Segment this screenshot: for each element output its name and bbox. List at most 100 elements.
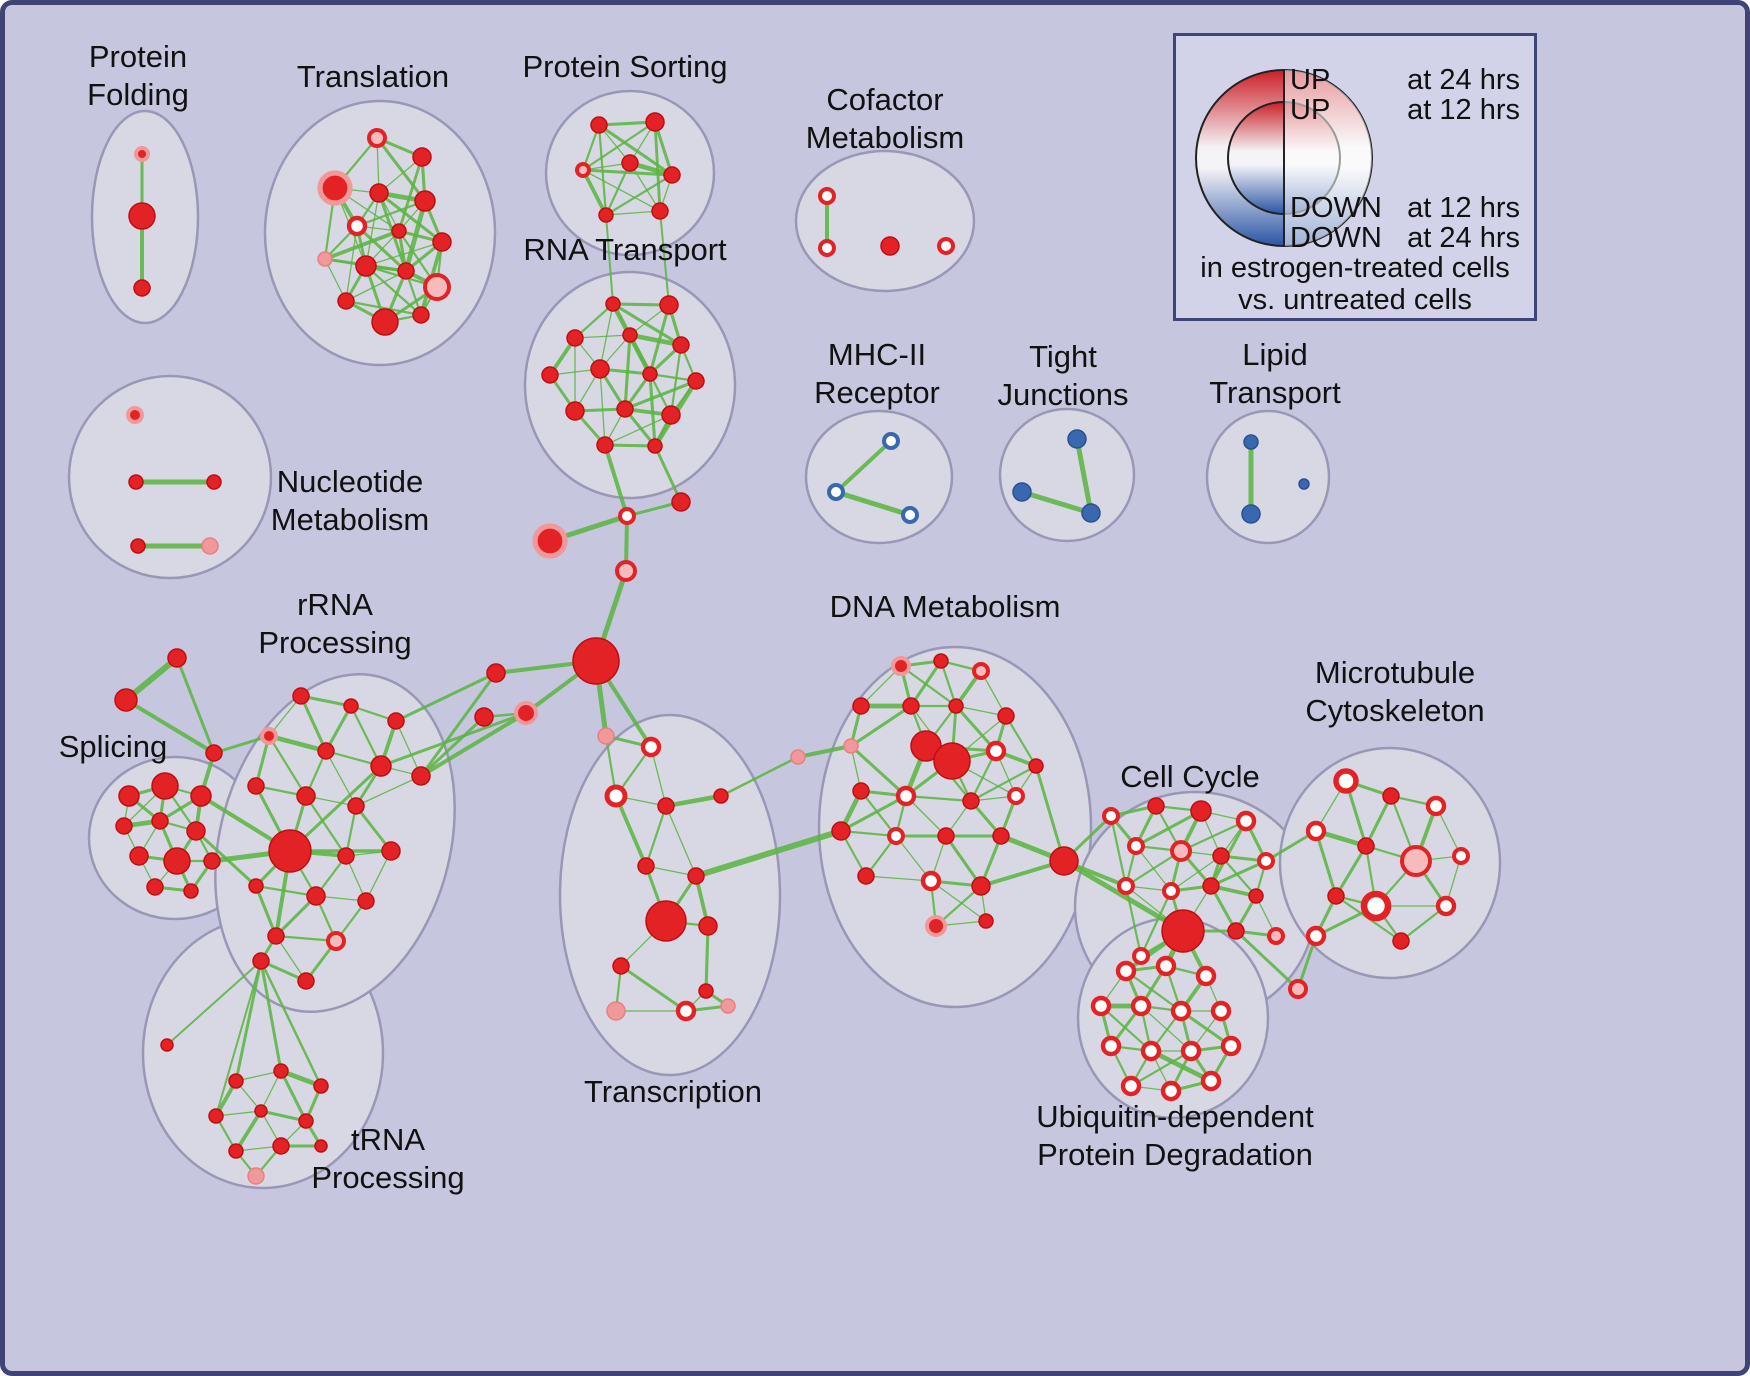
node [647, 438, 663, 454]
node [397, 262, 415, 280]
node [590, 116, 608, 134]
edge [653, 444, 683, 504]
node [948, 698, 964, 714]
node [317, 251, 333, 267]
edge [395, 720, 422, 777]
node [228, 1073, 244, 1089]
node [937, 827, 955, 845]
cluster-ellipse-transcription [558, 713, 782, 1077]
edge [375, 136, 427, 203]
node [1115, 960, 1137, 982]
edge [1140, 1005, 1192, 1052]
node [901, 506, 919, 524]
node [347, 797, 365, 815]
node [831, 821, 851, 841]
node [1067, 429, 1087, 449]
edge [899, 664, 958, 708]
node [367, 128, 387, 148]
legend-caption-line1: in estrogen-treated cells [1200, 252, 1510, 284]
node [565, 401, 585, 421]
node [1243, 434, 1259, 450]
cluster-label-dna-metabolism: DNA Metabolism [830, 589, 1061, 624]
edge [234, 959, 263, 1083]
node [306, 886, 326, 906]
node [371, 308, 399, 336]
edge [345, 270, 407, 302]
node [985, 740, 1007, 762]
edge [939, 659, 958, 708]
edge [212, 734, 271, 755]
node [272, 1137, 290, 1155]
edge [599, 368, 606, 446]
legend-row: DOWN at 12 hrs [1290, 192, 1520, 224]
edge [693, 828, 844, 879]
legend-caption-line2: vs. untreated cells [1238, 284, 1472, 316]
node [1220, 1035, 1242, 1057]
node [566, 329, 584, 347]
node [115, 817, 133, 835]
edge [1209, 859, 1268, 888]
node [887, 827, 905, 845]
node [1028, 758, 1044, 774]
node [1100, 1035, 1122, 1057]
node [129, 846, 149, 866]
edge [344, 299, 423, 317]
edge [944, 834, 983, 888]
edge [234, 1109, 263, 1153]
node [675, 1000, 697, 1022]
node [661, 405, 681, 425]
edge [648, 372, 657, 448]
node [962, 792, 980, 810]
node [1248, 888, 1264, 904]
cluster-ellipse-dna-metabolism [817, 645, 1093, 1009]
node [997, 707, 1015, 725]
node [971, 876, 991, 896]
node [203, 852, 221, 870]
node [1392, 932, 1410, 950]
edge [909, 659, 943, 708]
node [423, 273, 451, 301]
cluster-ellipse-tight-junctions [998, 407, 1136, 543]
node [247, 1167, 265, 1185]
edge [194, 829, 258, 888]
legend-direction-label: UP [1290, 94, 1331, 126]
cluster-label-splicing: Splicing [59, 729, 168, 764]
node [260, 727, 278, 745]
node [514, 701, 538, 725]
edge [1004, 714, 1038, 768]
edge [834, 439, 893, 494]
node [1435, 895, 1457, 917]
edge [419, 711, 528, 778]
node [1007, 787, 1025, 805]
node [615, 560, 637, 582]
node [882, 432, 900, 450]
edge [603, 443, 629, 518]
node [183, 883, 199, 899]
node [247, 777, 265, 795]
node [597, 727, 615, 745]
legend-row: UP at 24 hrs [1290, 64, 1520, 96]
edge [355, 775, 422, 807]
node [933, 742, 971, 780]
cluster-label-protein-sorting: Protein Sorting [522, 49, 727, 84]
edge [1179, 819, 1248, 853]
node [605, 296, 621, 312]
node [343, 698, 359, 714]
node [1227, 922, 1245, 940]
node [645, 900, 687, 942]
edge [1364, 794, 1393, 848]
edge [605, 210, 661, 216]
node [1155, 955, 1177, 977]
edge [1074, 436, 1094, 516]
node [411, 766, 431, 786]
edge [365, 192, 380, 267]
edge [839, 794, 908, 833]
edge [259, 959, 283, 1073]
node [1288, 979, 1308, 999]
node [920, 870, 942, 892]
node [1327, 887, 1345, 905]
